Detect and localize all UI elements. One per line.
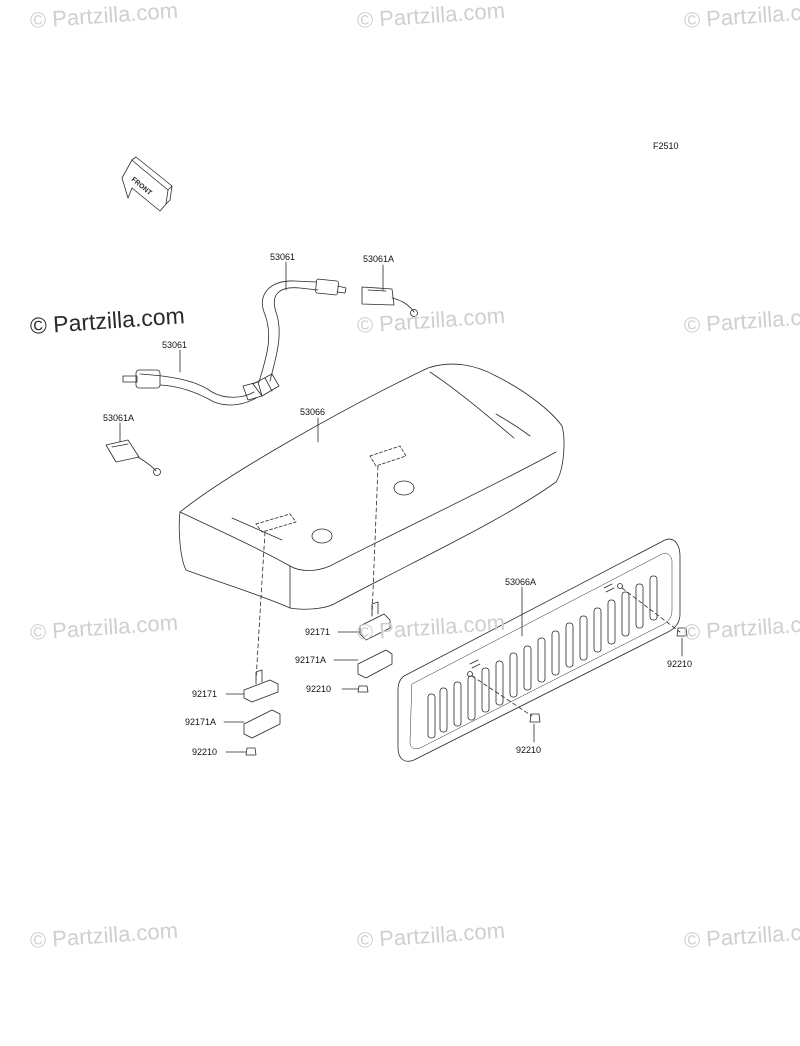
label-92210-bracket-right: 92210	[306, 684, 332, 694]
label-53066: 53066	[300, 407, 326, 417]
label-92171-left: 92171	[192, 689, 218, 699]
nut-back-center[interactable]	[529, 713, 541, 723]
label-53061-left: 53061	[162, 340, 188, 350]
label-92210-bracket-left: 92210	[192, 747, 218, 757]
seat-belt-right[interactable]	[252, 278, 347, 397]
nut-bracket-right[interactable]	[357, 685, 369, 693]
nut-back-right[interactable]	[676, 627, 688, 637]
label-53066a: 53066A	[505, 577, 537, 587]
label-92210-back-right: 92210	[667, 659, 693, 669]
bracket-92171-right[interactable]	[359, 601, 391, 641]
seat-back-slots	[427, 575, 658, 739]
label-92171a-left: 92171A	[185, 717, 217, 727]
label-92210-back-center: 92210	[516, 745, 542, 755]
label-92171-right: 92171	[305, 627, 331, 637]
label-92171a-right: 92171A	[295, 655, 327, 665]
buckle-left[interactable]	[105, 439, 161, 476]
seat-belt-left[interactable]	[122, 369, 263, 406]
figure-code: F2510	[653, 141, 679, 151]
bracket-92171a-left[interactable]	[243, 709, 281, 739]
nut-bracket-left[interactable]	[245, 747, 257, 756]
label-53061a-left: 53061A	[103, 413, 135, 423]
label-53061-right: 53061	[270, 252, 296, 262]
seat-back-panel[interactable]	[397, 538, 681, 762]
svg-text:FRONT: FRONT	[130, 176, 154, 197]
seat-cushion[interactable]	[178, 363, 565, 681]
leader-lines	[119, 261, 683, 753]
front-arrow-icon: FRONT	[121, 156, 173, 212]
buckle-right[interactable]	[361, 286, 418, 317]
bracket-92171a-right[interactable]	[357, 649, 393, 679]
bracket-92171-left[interactable]	[243, 669, 279, 703]
label-53061a-right: 53061A	[363, 254, 395, 264]
